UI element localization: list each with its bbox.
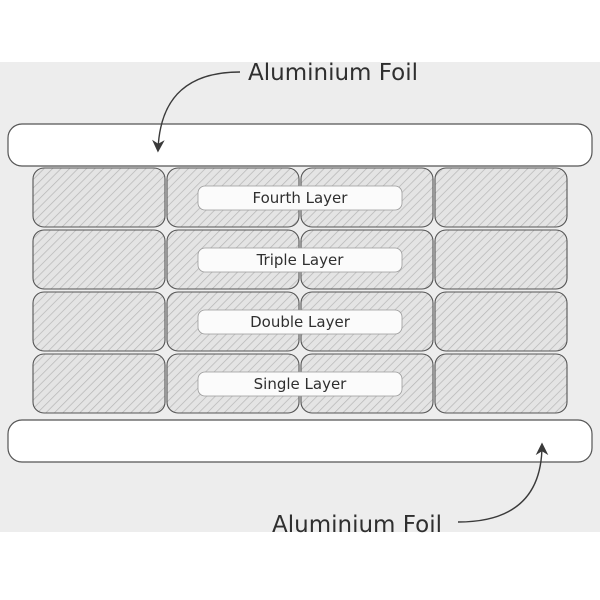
foil-bottom-label: Aluminium Foil bbox=[272, 512, 442, 538]
layer-brick bbox=[434, 229, 568, 290]
foil-bottom-arrow bbox=[457, 442, 549, 523]
layer-brick bbox=[32, 167, 166, 228]
layer-label: Fourth Layer bbox=[253, 189, 349, 207]
layer-label-box bbox=[197, 371, 403, 397]
layer-brick bbox=[434, 291, 568, 352]
layer-brick bbox=[32, 353, 166, 414]
layer-brick bbox=[434, 353, 568, 414]
layer-label: Double Layer bbox=[250, 313, 351, 331]
layer-brick bbox=[434, 167, 568, 228]
layer-label-box bbox=[197, 247, 403, 273]
layer-label-box bbox=[197, 309, 403, 335]
layer-label: Single Layer bbox=[254, 375, 348, 393]
foil-bottom-bar bbox=[7, 419, 593, 463]
foil-top-bar bbox=[7, 123, 593, 167]
layer-brick bbox=[32, 291, 166, 352]
foil-top-arrow bbox=[152, 71, 241, 153]
layer-label-box bbox=[197, 185, 403, 211]
foil-top-label: Aluminium Foil bbox=[248, 60, 418, 86]
layer-brick bbox=[32, 229, 166, 290]
layer-label: Triple Layer bbox=[256, 251, 345, 269]
